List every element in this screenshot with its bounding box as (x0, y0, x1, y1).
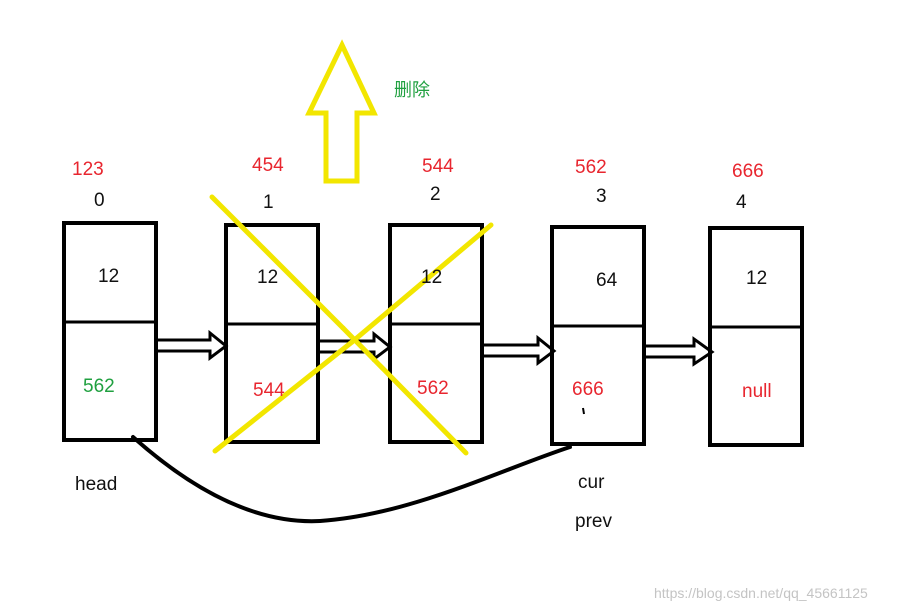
next-arrow-2-3 (484, 334, 557, 366)
head-label: head (75, 474, 118, 495)
list-node-3 (550, 225, 646, 446)
node-index: 2 (430, 184, 441, 205)
next-arrow-0-1 (158, 329, 229, 361)
node-box (388, 223, 484, 444)
node-box (224, 223, 320, 444)
watermark: https://blog.csdn.net/qq_45661125 (654, 585, 868, 601)
node-address: 454 (252, 155, 284, 176)
node-value: 12 (421, 267, 443, 288)
node-index: 1 (263, 192, 274, 213)
node-next-pointer: 562 (83, 376, 115, 397)
list-node-4 (708, 226, 804, 447)
node-address: 562 (575, 157, 607, 178)
node-index: 0 (94, 190, 105, 211)
node-address: 544 (422, 156, 454, 177)
list-node-1 (224, 223, 320, 444)
node-next-pointer: 544 (253, 380, 285, 401)
node-next-pointer: 666 (572, 379, 604, 400)
list-node-0 (62, 221, 158, 442)
delete-cross-node-1 (209, 194, 469, 456)
list-node-2 (388, 223, 484, 444)
next-arrow-1-2 (320, 330, 393, 362)
node-address: 666 (732, 161, 764, 182)
node-value: 12 (257, 267, 279, 288)
node-next-pointer: 562 (417, 378, 449, 399)
prev-label: prev (575, 511, 612, 532)
delete-up-arrow (305, 39, 378, 184)
node-index: 3 (596, 186, 607, 207)
bypass-link-curve (131, 435, 572, 524)
tick-mark (582, 407, 585, 415)
delete-cross-node-2 (212, 222, 494, 454)
node-box (62, 221, 158, 442)
node-value: 12 (98, 266, 120, 287)
node-value: 12 (746, 268, 768, 289)
node-index: 4 (736, 192, 747, 213)
delete-label: 删除 (394, 80, 430, 101)
node-box (708, 226, 804, 447)
node-value: 64 (596, 270, 618, 291)
node-box (550, 225, 646, 446)
node-address: 123 (72, 159, 104, 180)
cur-label: cur (578, 472, 605, 493)
next-arrow-3-4 (646, 336, 715, 367)
node-next-pointer: null (742, 381, 772, 402)
